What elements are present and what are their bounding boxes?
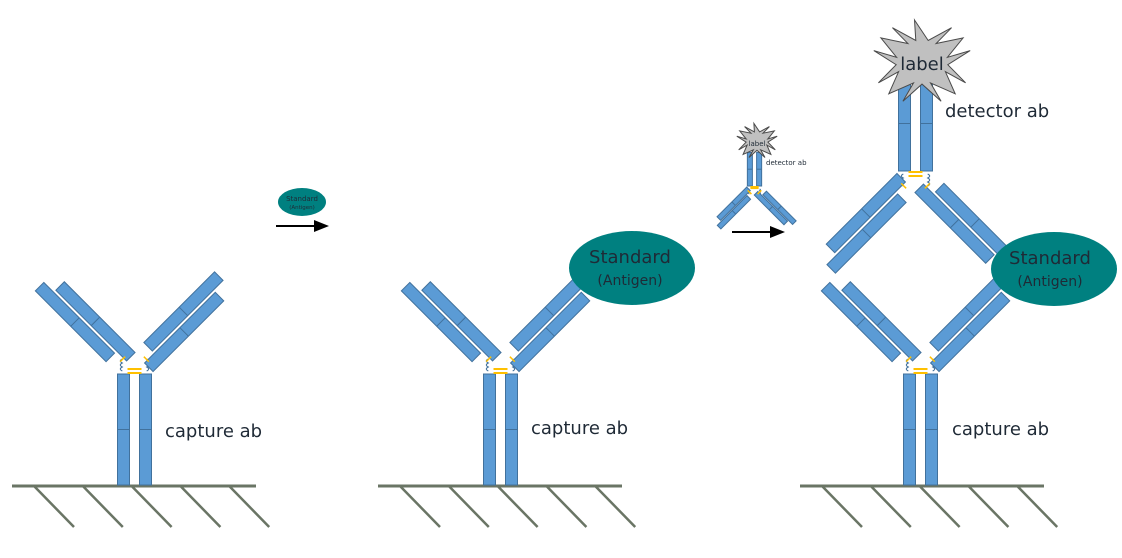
- ground-hatch: [496, 485, 539, 528]
- domain-divider: [949, 219, 960, 229]
- antibody-arm: [914, 182, 1016, 264]
- antigen-small-subtitle: (Antigen): [289, 205, 315, 211]
- capture-antibody: [400, 271, 591, 486]
- ground-hatch: [545, 485, 588, 528]
- antigen-subtitle: (Antigen): [1017, 274, 1082, 290]
- antigen-title: Standard: [589, 247, 671, 268]
- label-tag-text: label: [900, 54, 944, 75]
- disulfide-bond: [900, 182, 907, 189]
- capture-ab-label: capture ab: [165, 421, 262, 442]
- domain-divider: [777, 205, 782, 210]
- capture-ab-label: capture ab: [952, 419, 1049, 440]
- antibody-arm: [143, 271, 225, 373]
- ground-hatch: [967, 485, 1010, 528]
- domain-divider: [970, 218, 980, 228]
- domain-divider: [768, 205, 774, 211]
- domain-divider: [179, 327, 189, 337]
- disulfide-bond: [747, 189, 752, 195]
- step-2-add-detector: label detector ab: [716, 121, 807, 238]
- disulfide-bond: [485, 356, 492, 363]
- detector-ab-label: detector ab: [945, 101, 1049, 122]
- disulfide-bond: [509, 356, 516, 363]
- ground-hatch: [33, 485, 75, 528]
- ground-hatch: [399, 485, 441, 528]
- disulfide-bond: [143, 356, 150, 363]
- ground-hatch: [869, 485, 912, 528]
- ground-surface: [12, 484, 271, 528]
- label-tag-small: [736, 121, 778, 158]
- disulfide-bond: [757, 189, 762, 195]
- antigen: [569, 231, 695, 305]
- antigen-title: Standard: [1009, 248, 1091, 269]
- domain-divider: [90, 316, 101, 326]
- antigen-small: [278, 188, 326, 216]
- disulfide-bond: [119, 356, 126, 363]
- ground-hatch: [179, 485, 222, 528]
- step-1-add-antigen: Standard (Antigen): [276, 188, 329, 232]
- capture-antibody: [820, 271, 1011, 486]
- domain-divider: [861, 208, 871, 218]
- antibody-arm: [753, 189, 797, 226]
- ground-hatch: [1016, 485, 1059, 528]
- ground-hatch: [228, 485, 271, 528]
- ground-hatch: [447, 485, 490, 528]
- domain-divider: [456, 316, 467, 326]
- ground-surface: [800, 484, 1059, 528]
- domain-divider: [545, 327, 555, 337]
- ground-hatch: [130, 485, 173, 528]
- domain-divider: [70, 317, 80, 327]
- panel-2-antigen-bound: Standard (Antigen) capture ab: [378, 231, 695, 528]
- panel-1-capture: capture ab: [12, 271, 271, 528]
- antibody-arm: [400, 281, 502, 363]
- antibody-arm: [825, 172, 907, 274]
- capture-antibody: [34, 271, 225, 486]
- domain-divider: [731, 210, 737, 215]
- antibody-arm: [716, 186, 752, 230]
- capture-ab-label: capture ab: [531, 418, 628, 439]
- label-tag: [873, 18, 971, 102]
- detector-antibody: [825, 75, 1016, 274]
- domain-divider: [731, 201, 736, 206]
- domain-divider: [436, 317, 446, 327]
- domain-divider: [861, 228, 872, 239]
- arrow-step-2: [732, 226, 785, 238]
- domain-divider: [856, 317, 866, 327]
- ground-hatch: [821, 485, 863, 528]
- antigen-subtitle: (Antigen): [597, 273, 662, 289]
- ground-hatch: [594, 485, 637, 528]
- domain-divider: [178, 306, 189, 317]
- domain-divider: [544, 306, 555, 317]
- domain-divider: [965, 327, 975, 337]
- antigen: [991, 232, 1117, 306]
- ground-surface: [378, 484, 637, 528]
- antigen-small-title: Standard: [286, 195, 318, 203]
- detector-ab-small-label: detector ab: [766, 159, 807, 167]
- domain-divider: [964, 306, 975, 317]
- ground-hatch: [918, 485, 961, 528]
- label-tag-small-text: label: [749, 140, 766, 148]
- disulfide-bond: [905, 356, 912, 363]
- disulfide-bond: [924, 182, 931, 189]
- arrow-step-1: [276, 220, 329, 232]
- detector-antibody-small: [716, 151, 797, 230]
- panel-3-sandwich: Standard (Antigen) label detector ab cap…: [800, 18, 1117, 528]
- ground-hatch: [81, 485, 124, 528]
- disulfide-bond: [929, 356, 936, 363]
- antibody-arm: [820, 281, 922, 363]
- antibody-arm: [34, 281, 136, 363]
- domain-divider: [876, 316, 887, 326]
